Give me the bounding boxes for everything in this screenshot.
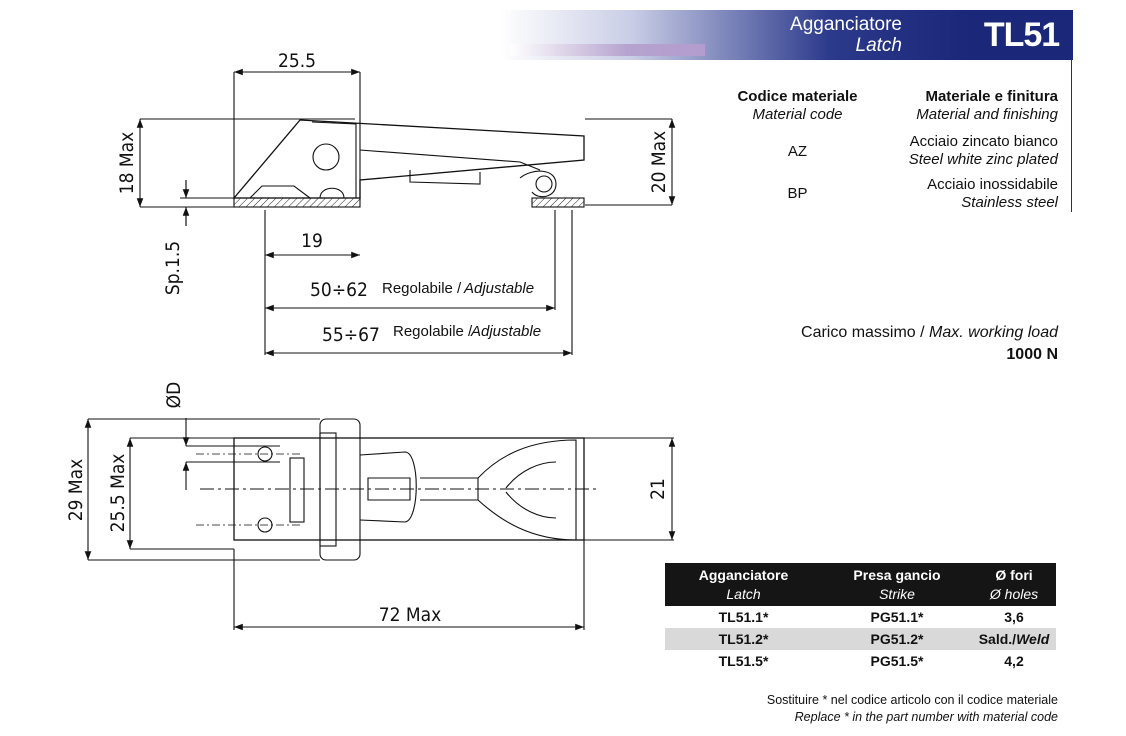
- dim-overall-width: 29 Max: [65, 459, 87, 522]
- dim-height-right: 20 Max: [648, 131, 670, 194]
- dim-height-left: 18 Max: [116, 132, 138, 195]
- parts-header-strike: Presa gancio Strike: [822, 563, 972, 606]
- parts-table-header: Agganciatore Latch Presa gancio Strike Ø…: [665, 563, 1056, 606]
- dim-adjustable-1: 50÷62: [310, 279, 368, 301]
- parts-cell-strike: PG51.2*: [822, 628, 972, 650]
- material-finish-bp-en: Stainless steel: [961, 194, 1058, 211]
- parts-header-holes-it: Ø fori: [995, 567, 1033, 583]
- product-title-it: Agganciatore: [790, 14, 902, 35]
- max-load: Carico massimo / Max. working load 1000 …: [801, 322, 1058, 366]
- parts-header-latch-it: Agganciatore: [698, 567, 789, 583]
- dim-adjustable-2-label-en: Adjustable: [470, 323, 541, 340]
- product-code: TL51: [970, 10, 1073, 60]
- parts-header-latch: Agganciatore Latch: [665, 563, 822, 606]
- parts-cell-strike: PG51.5*: [870, 653, 924, 669]
- parts-cell-latch: TL51.1*: [718, 609, 769, 625]
- table-row: TL51.1* PG51.1* 3,6: [665, 606, 1056, 628]
- parts-table: Agganciatore Latch Presa gancio Strike Ø…: [665, 563, 1056, 672]
- top-view: [84, 418, 676, 631]
- parts-cell-latch: TL51.5*: [718, 653, 769, 669]
- parts-cell-holes: 4,2: [1004, 653, 1024, 669]
- part-number-note-it: Sostituire * nel codice articolo con il …: [766, 693, 1058, 707]
- dim-overall-length: 72 Max: [379, 604, 442, 626]
- dim-adjustable-2-label-it: Regolabile /: [393, 323, 473, 340]
- material-code-header-en: Material code: [752, 106, 843, 123]
- material-finish-az-en: Steel white zinc plated: [908, 151, 1058, 168]
- material-finish-header: Materiale e finitura Material and finish…: [870, 88, 1058, 124]
- parts-cell-strike: PG51.1*: [870, 609, 924, 625]
- part-number-note: Sostituire * nel codice articolo con il …: [767, 692, 1058, 726]
- material-finish-bp-it: Acciaio inossidabile: [927, 176, 1058, 193]
- part-number-note-en: Replace * in the part number with materi…: [794, 710, 1058, 724]
- material-finish-az: Acciaio zincato bianco Steel white zinc …: [870, 133, 1058, 169]
- parts-cell-holes-weld-en: Weld: [1016, 631, 1050, 647]
- product-title-en: Latch: [855, 35, 902, 56]
- dim-inner-width: 25.5 Max: [107, 454, 129, 533]
- parts-header-strike-en: Strike: [879, 586, 915, 602]
- parts-header-latch-en: Latch: [726, 586, 761, 602]
- dim-top-width: 25.5: [278, 50, 316, 72]
- parts-cell-latch: TL51.2*: [665, 628, 822, 650]
- dim-base-offset: 19: [301, 230, 323, 252]
- max-load-label-en: Max. working load: [929, 324, 1058, 341]
- side-view: [136, 68, 676, 357]
- dim-adjustable-2: 55÷67: [322, 324, 380, 346]
- material-finish-az-it: Acciaio zincato bianco: [909, 133, 1058, 150]
- header-accent-strip: [510, 44, 705, 56]
- dim-body-width: 21: [647, 478, 669, 500]
- dim-hole-diameter: ØD: [163, 382, 185, 409]
- dim-adjustable-1-label-en: Adjustable: [463, 280, 534, 297]
- material-code-bp: BP: [787, 185, 808, 202]
- material-finish-header-it: Materiale e finitura: [925, 88, 1058, 105]
- material-finish-bp: Acciaio inossidabile Stainless steel: [870, 176, 1058, 212]
- max-load-value: 1000 N: [1006, 346, 1058, 363]
- material-code-header: Codice materiale Material code: [720, 88, 875, 124]
- table-row: TL51.2* PG51.2* Sald./Weld: [665, 628, 1056, 650]
- parts-header-holes: Ø fori Ø holes: [972, 563, 1056, 606]
- max-load-label-it: Carico massimo /: [801, 324, 925, 341]
- material-code-az: AZ: [787, 143, 808, 160]
- dim-adjustable-1-label-it: Regolabile /: [382, 280, 462, 297]
- parts-header-holes-en: Ø holes: [989, 586, 1039, 602]
- parts-cell-holes-weld-it: Sald./: [978, 631, 1017, 647]
- dim-thickness: Sp.1.5: [162, 241, 184, 295]
- parts-cell-holes: 3,6: [1004, 609, 1024, 625]
- material-code-header-it: Codice materiale: [737, 88, 858, 105]
- parts-cell-holes: Sald./Weld: [972, 628, 1056, 650]
- product-title: Agganciatore Latch: [700, 14, 902, 56]
- table-row: TL51.5* PG51.5* 4,2: [665, 650, 1056, 672]
- material-finish-header-en: Material and finishing: [916, 106, 1058, 123]
- header-divider: [1071, 60, 1072, 212]
- parts-header-strike-it: Presa gancio: [853, 567, 941, 583]
